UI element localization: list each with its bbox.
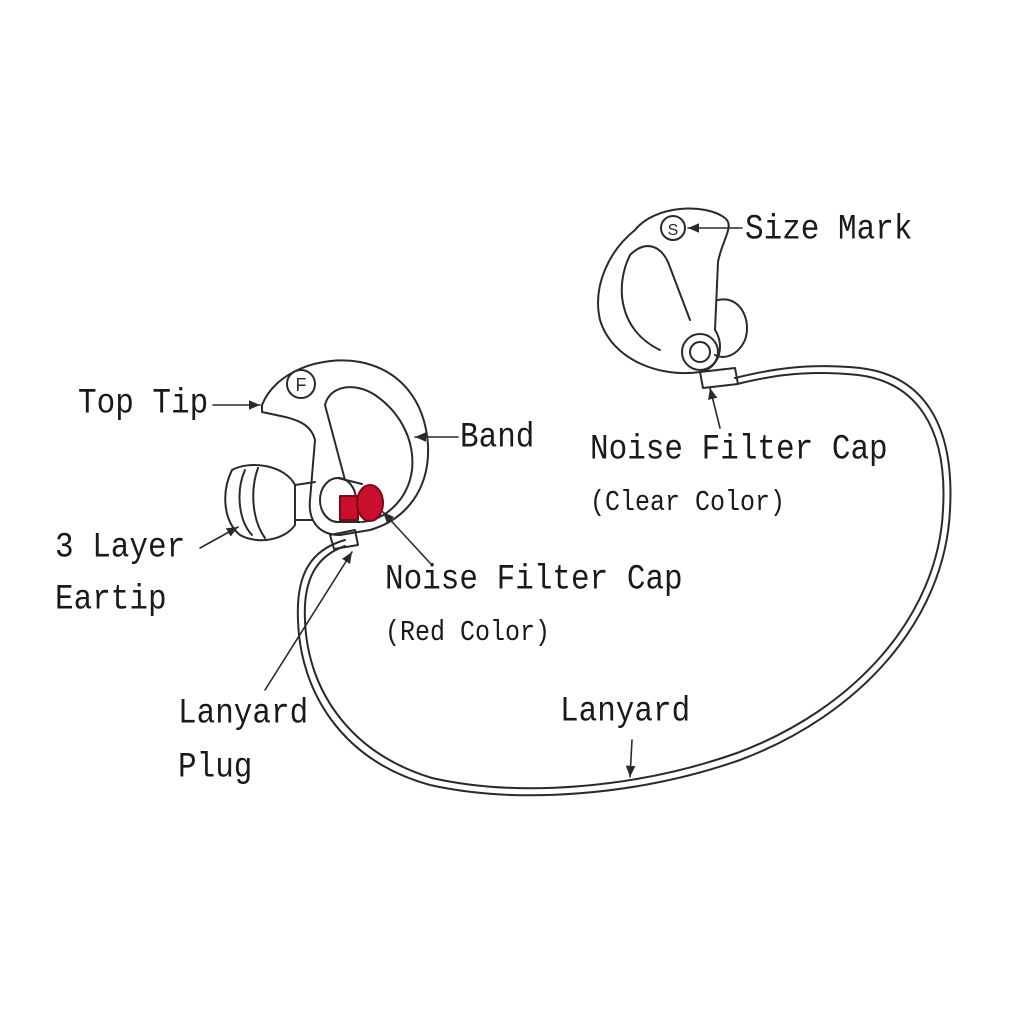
- lanyard-plug: [329, 529, 359, 550]
- size-mark-f: F: [296, 375, 307, 395]
- red-filter-cap: [339, 495, 359, 521]
- label-lanyard: Lanyard: [560, 691, 691, 732]
- red-filter-cap-face: [356, 484, 384, 522]
- right-lanyard-plug: [699, 367, 739, 389]
- label-size-mark: Size Mark: [745, 209, 913, 250]
- label-lanyard-plug-2: Plug: [178, 747, 253, 788]
- label-red-filter-cap: Noise Filter Cap: [385, 559, 683, 600]
- label-band: Band: [460, 417, 535, 458]
- label-red-color: (Red Color): [385, 615, 551, 650]
- label-eartip-2: Eartip: [55, 579, 167, 620]
- left-earplug: [224, 359, 430, 550]
- size-mark-s: S: [668, 222, 679, 239]
- eartip: [224, 464, 296, 542]
- clear-filter-cap: [681, 333, 719, 371]
- label-eartip-1: 3 Layer: [55, 527, 186, 568]
- label-clear-filter-cap: Noise Filter Cap: [590, 429, 888, 470]
- label-top-tip: Top Tip: [78, 383, 209, 424]
- lanyard-cord: [296, 365, 952, 797]
- label-clear-color: (Clear Color): [590, 485, 786, 520]
- leader-lines: [199, 223, 743, 778]
- right-earplug: [597, 207, 748, 389]
- label-lanyard-plug-1: Lanyard: [178, 693, 309, 734]
